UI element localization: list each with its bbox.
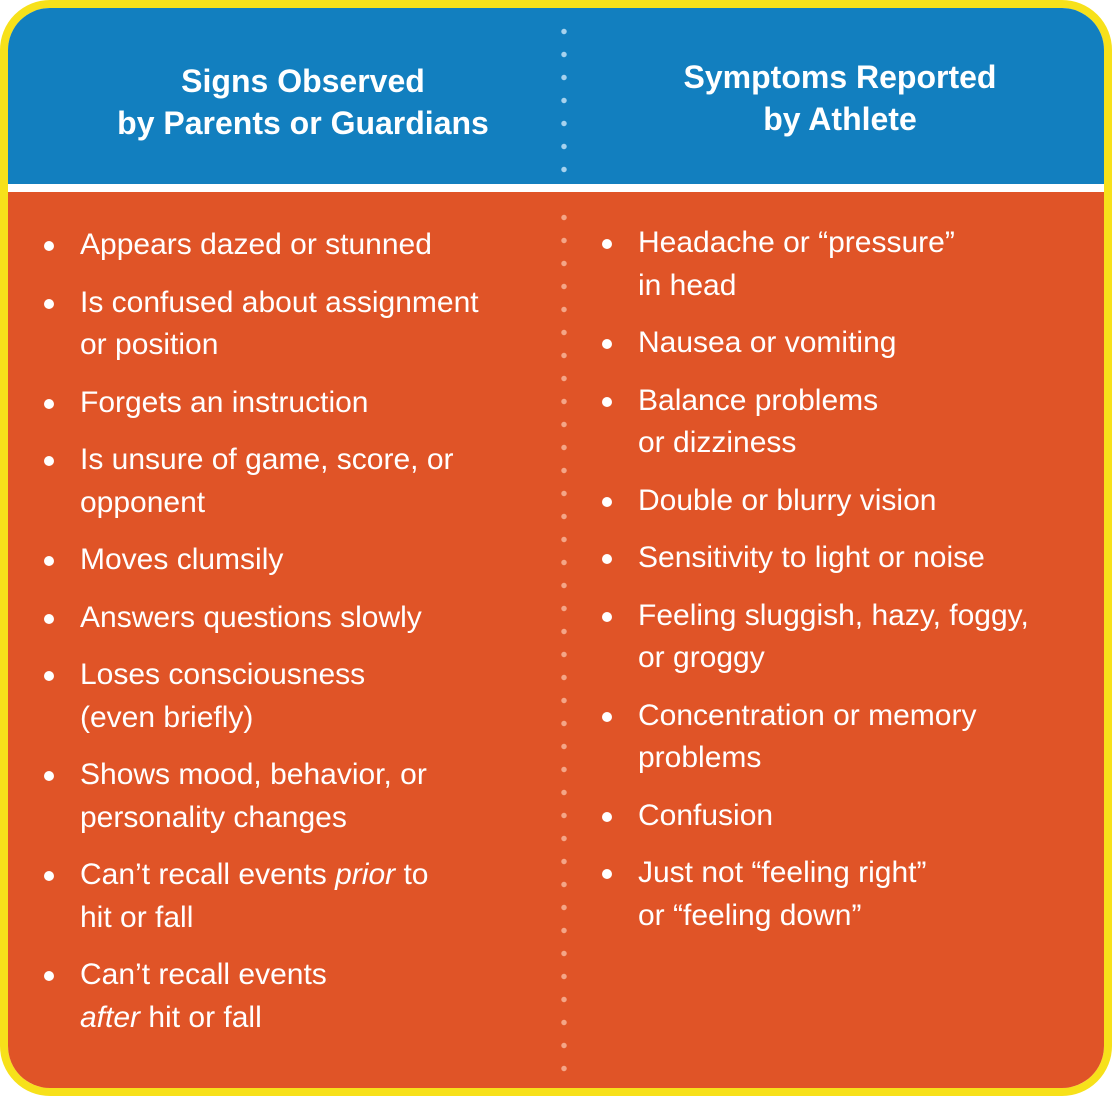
item-line: Headache or “pressure” <box>638 226 955 259</box>
item-line: or dizziness <box>638 426 797 459</box>
item-line: Shows mood, behavior, or <box>80 758 427 791</box>
list-item: Confusion <box>600 795 1090 838</box>
bullet-icon <box>602 611 612 622</box>
list-item: Feeling sluggish, hazy, foggy, or groggy <box>600 595 1090 680</box>
list-item: Double or blurry vision <box>600 480 1090 523</box>
body-dotted-divider <box>561 206 567 1086</box>
bullet-icon <box>602 811 612 822</box>
item-line: Moves clumsily <box>80 543 284 576</box>
list-item: Concentration or memory problems <box>600 695 1090 780</box>
bullet-icon <box>44 971 54 981</box>
item-line: in head <box>638 268 737 302</box>
left-column-heading: Signs Observed by Parents or Guardians <box>68 60 538 144</box>
bullet-icon <box>602 711 612 722</box>
header-dotted-divider <box>561 20 567 180</box>
list-item: Loses consciousness (even briefly) <box>42 654 552 739</box>
item-line: or groggy <box>638 641 765 674</box>
item-text: to <box>395 858 429 891</box>
item-line: Can’t recall events prior to <box>80 854 552 897</box>
right-heading-line: Symptoms Reported <box>683 59 997 95</box>
item-line: Is unsure of game, score, or <box>80 443 454 476</box>
item-line: Forgets an instruction <box>80 385 369 419</box>
item-line: hit or fall <box>80 900 194 934</box>
item-line: problems <box>638 741 762 774</box>
list-item: Answers questions slowly <box>42 597 552 640</box>
list-item: Is confused about assignment or position <box>42 282 552 367</box>
bullet-icon <box>44 871 54 881</box>
bullet-icon <box>44 241 54 251</box>
list-item: Shows mood, behavior, or personality chan… <box>42 754 552 839</box>
bullet-icon <box>44 398 54 409</box>
bullet-icon <box>44 613 54 624</box>
item-line: or “feeling down” <box>638 898 862 932</box>
item-line: Nausea or vomiting <box>638 326 897 359</box>
right-column-heading: Symptoms Reported by Athlete <box>640 56 1040 140</box>
item-line: Confusion <box>638 798 774 832</box>
item-line: Balance problems <box>638 383 879 417</box>
bullet-icon <box>602 869 612 879</box>
bullet-icon <box>602 396 612 407</box>
bullet-icon <box>602 239 612 249</box>
list-item: Is unsure of game, score, or opponent <box>42 439 552 524</box>
list-item: Moves clumsily <box>42 539 552 582</box>
item-line: Loses consciousness <box>80 658 366 691</box>
item-line: after hit or fall <box>80 997 552 1040</box>
list-item: Just not “feeling right” or “feeling down… <box>600 852 1090 937</box>
item-line: (even briefly) <box>80 700 254 734</box>
bullet-icon <box>602 554 612 564</box>
list-item: Appears dazed or stunned <box>42 224 552 267</box>
table-body <box>8 192 1104 1088</box>
item-line: opponent <box>80 485 206 519</box>
item-line: Appears dazed or stunned <box>80 228 432 261</box>
table-header: Signs Observed by Parents or Guardians S… <box>8 8 1104 184</box>
item-line: or position <box>80 328 219 361</box>
item-line: Answers questions slowly <box>80 600 422 634</box>
item-text: hit or fall <box>140 1000 262 1034</box>
list-item: Nausea or vomiting <box>600 322 1090 365</box>
item-line: Can’t recall events <box>80 958 327 991</box>
item-line: personality changes <box>80 800 347 834</box>
list-item: Headache or “pressure” in head <box>600 222 1090 307</box>
bullet-icon <box>44 456 54 466</box>
symptoms-list: Headache or “pressure” in head Nausea or … <box>600 222 1090 952</box>
list-item: Balance problems or dizziness <box>600 380 1090 465</box>
item-line: Feeling sluggish, hazy, foggy, <box>638 598 1029 632</box>
item-line: Sensitivity to light or noise <box>638 541 985 574</box>
bullet-icon <box>44 671 54 681</box>
signs-list: Appears dazed or stunned Is confused abo… <box>42 224 552 1054</box>
bullet-icon <box>602 339 612 349</box>
list-item: Forgets an instruction <box>42 382 552 425</box>
item-line: Just not “feeling right” <box>638 856 927 889</box>
item-line: Is confused about assignment <box>80 285 479 319</box>
item-emphasis: after <box>80 1000 141 1034</box>
item-line: Concentration or memory <box>638 698 977 732</box>
item-emphasis: prior <box>335 858 396 891</box>
bullet-icon <box>602 496 612 507</box>
bullet-icon <box>44 298 54 309</box>
list-item: Can’t recall events after hit or fall <box>42 954 552 1039</box>
list-item: Sensitivity to light or noise <box>600 537 1090 580</box>
left-heading-line: by Parents or Guardians <box>117 105 489 141</box>
item-text: Can’t recall events <box>80 858 336 891</box>
bullet-icon <box>44 556 54 566</box>
item-line: Double or blurry vision <box>638 483 937 517</box>
left-heading-line: Signs Observed <box>181 63 425 99</box>
right-heading-line: by Athlete <box>763 101 917 137</box>
bullet-icon <box>44 771 54 781</box>
